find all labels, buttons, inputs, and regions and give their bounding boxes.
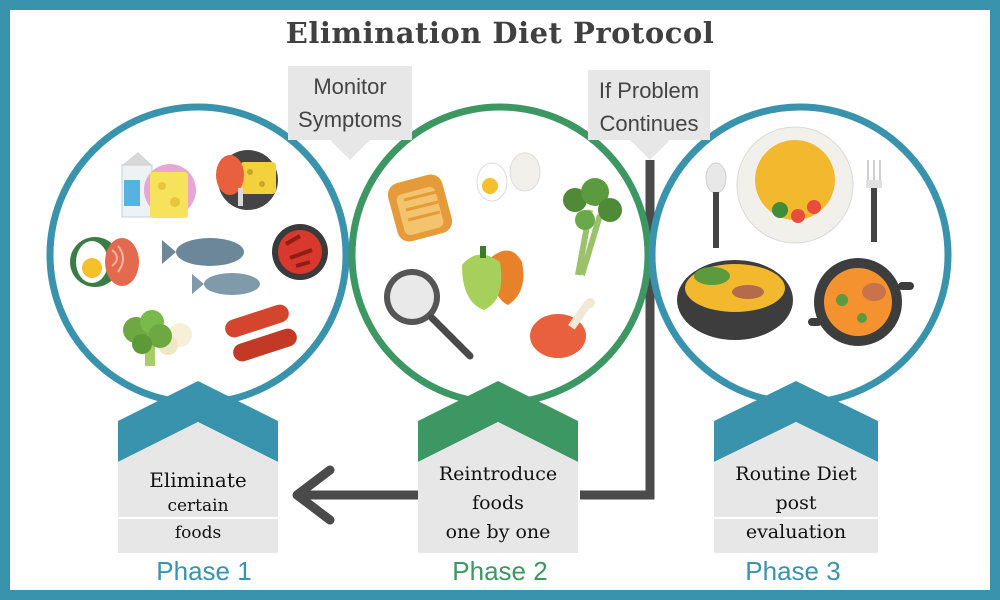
phase2-box xyxy=(418,381,578,553)
phase2-description: Reintroduce foods one by one xyxy=(418,460,578,547)
problem-callout-line2: Continues xyxy=(599,111,699,136)
phase3-line2: post xyxy=(775,492,817,514)
stew-pot-icon xyxy=(808,258,914,346)
sausage-icon xyxy=(225,304,297,362)
phase1-line2: certain xyxy=(167,496,229,516)
chili-pepper-icon xyxy=(272,224,328,280)
arrow-head-icon xyxy=(292,465,335,525)
salmon-steak-icon xyxy=(105,238,139,286)
spoon-icon xyxy=(705,162,727,248)
rice-pan-icon xyxy=(384,269,474,360)
soup-pot-icon xyxy=(677,260,793,340)
phase1-line3: foods xyxy=(174,523,222,543)
problem-callout-line1: If Problem xyxy=(598,78,700,103)
phase1-box xyxy=(118,381,278,553)
phase1-line1: Eliminate xyxy=(149,468,247,492)
fork-icon xyxy=(866,160,882,242)
monitor-callout-pointer xyxy=(330,140,370,160)
cheese-icon xyxy=(144,164,196,218)
phase3-description: Routine Diet post evaluation xyxy=(714,460,878,547)
monitor-symptoms-callout: Monitor Symptoms xyxy=(288,66,412,140)
phase3-label: Phase 3 xyxy=(745,556,841,586)
monitor-callout-line2: Symptoms xyxy=(298,107,402,132)
phase3-box xyxy=(714,381,878,553)
problem-callout-pointer xyxy=(630,140,670,160)
phase2-line2: foods xyxy=(472,492,524,514)
broccoli-icon xyxy=(123,310,192,366)
fish-icon xyxy=(162,238,260,295)
if-problem-continues-callout: If Problem Continues xyxy=(588,70,710,140)
bell-pepper-icon xyxy=(462,246,524,310)
phase2-line3: one by one xyxy=(445,521,551,543)
monitor-callout-line1: Monitor xyxy=(313,74,387,99)
curry-plate-icon xyxy=(736,126,854,244)
herb-icon xyxy=(563,178,622,276)
phase3-line1: Routine Diet xyxy=(735,463,857,485)
phase3-line3: evaluation xyxy=(745,521,847,543)
chicken-leg-icon xyxy=(530,298,595,358)
diagram-title: Elimination Diet Protocol xyxy=(285,16,715,50)
chicken-leg-icon xyxy=(216,150,278,210)
toast-icon xyxy=(387,174,453,242)
egg-icon xyxy=(476,152,541,202)
phase1-description: Eliminate certain foods xyxy=(118,466,278,547)
phase1-label: Phase 1 xyxy=(156,556,252,586)
phase2-line1: Reintroduce xyxy=(438,463,558,485)
phase2-label: Phase 2 xyxy=(452,556,548,586)
